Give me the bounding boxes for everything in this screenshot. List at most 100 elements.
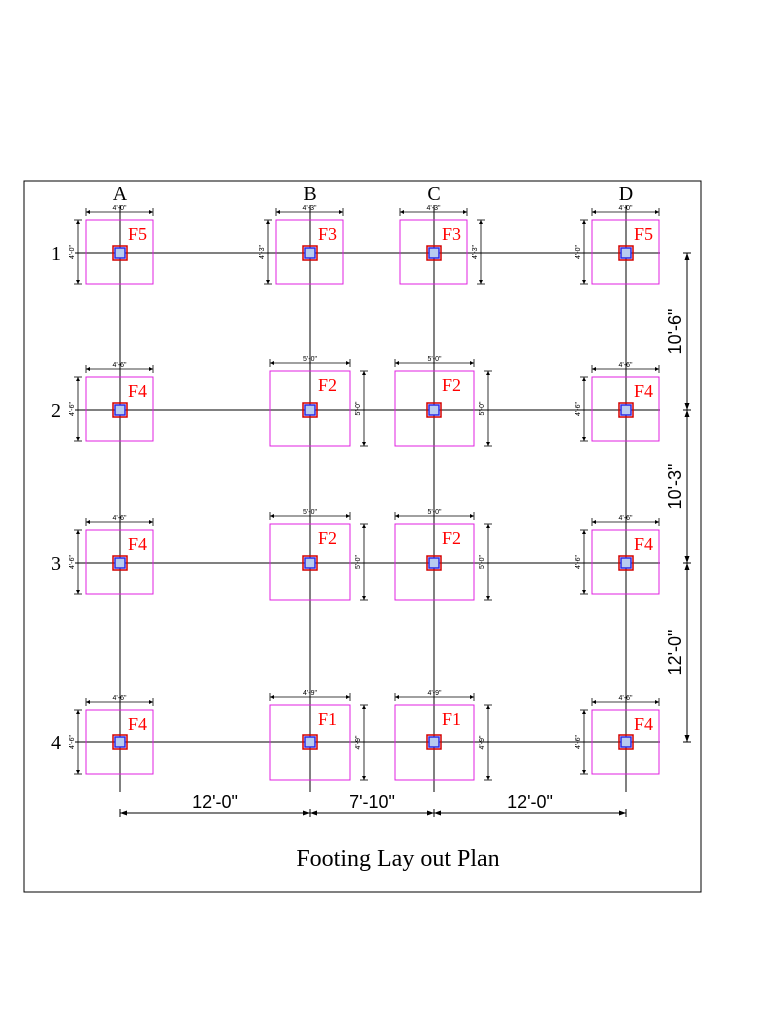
spacing-dim-arrow: [427, 810, 434, 816]
width-dim-arrow: [149, 700, 153, 704]
footing-outline: [591, 376, 660, 442]
column-inner: [428, 247, 440, 259]
width-dim-text: 5'-0": [303, 509, 317, 516]
column-inner: [620, 736, 632, 748]
footing-outline: [269, 704, 351, 781]
column-inner: [304, 404, 316, 416]
footing: F25'-0"5'-0": [394, 509, 492, 601]
spacing-dimensions: 12'-0"7'-10"12'-0"10'-6"10'-3"12'-0": [119, 252, 691, 817]
column-outer: [112, 402, 128, 418]
column-outer: [618, 245, 634, 261]
spacing-dim-arrow: [619, 810, 626, 816]
depth-dim-arrow: [582, 280, 586, 284]
grid-row-label: 4: [51, 732, 61, 754]
depth-dim-arrow: [266, 220, 270, 224]
width-dim-arrow: [346, 361, 350, 365]
column-outer: [618, 555, 634, 571]
footing: F44'-6"4'-6": [575, 695, 660, 775]
row-spacing-text: 12'-0": [665, 630, 685, 676]
column-outer: [618, 734, 634, 750]
depth-dim-arrow: [486, 524, 490, 528]
footing-label: F4: [128, 381, 147, 401]
spacing-dim-arrow: [434, 810, 441, 816]
drawing-title: Footing Lay out Plan: [296, 846, 499, 872]
column-outer: [302, 555, 318, 571]
column-outer: [302, 734, 318, 750]
width-dim-arrow: [655, 700, 659, 704]
column-inner: [428, 404, 440, 416]
footing-label: F5: [128, 224, 147, 244]
column-inner: [428, 736, 440, 748]
width-dim-text: 5'-0": [303, 356, 317, 363]
width-dim-arrow: [463, 210, 467, 214]
footing-label: F4: [634, 381, 653, 401]
depth-dim-text: 5'-0": [355, 401, 362, 415]
drawing-frame: [23, 180, 702, 893]
spacing-dim-arrow: [684, 253, 690, 260]
width-dim-text: 5'-0": [428, 509, 442, 516]
depth-dim-arrow: [582, 770, 586, 774]
footing-label: F1: [442, 709, 461, 729]
depth-dim-arrow: [362, 776, 366, 780]
width-dim-arrow: [592, 700, 596, 704]
footing: F25'-0"5'-0": [269, 509, 368, 601]
depth-dim-text: 4'-6": [575, 735, 582, 749]
depth-dim-text: 4'-0": [575, 245, 582, 259]
depth-dim-arrow: [486, 705, 490, 709]
grid-column-label: D: [619, 183, 633, 205]
width-dim-text: 4'-0": [113, 205, 127, 212]
width-dim-arrow: [149, 367, 153, 371]
width-dim-text: 4'-9": [303, 690, 317, 697]
footing-outline: [591, 219, 660, 285]
depth-dim-arrow: [76, 437, 80, 441]
depth-dim-arrow: [486, 776, 490, 780]
depth-dim-arrow: [582, 437, 586, 441]
column-outer: [426, 245, 442, 261]
footing-label: F3: [442, 224, 461, 244]
footing-outline: [85, 529, 154, 595]
footing: F44'-6"4'-6": [575, 515, 660, 595]
width-dim-arrow: [86, 520, 90, 524]
width-dim-text: 4'-6": [113, 695, 127, 702]
width-dim-arrow: [592, 367, 596, 371]
footing: F44'-6"4'-6": [575, 362, 660, 442]
depth-dim-arrow: [76, 220, 80, 224]
depth-dim-arrow: [486, 442, 490, 446]
column-outer: [426, 402, 442, 418]
width-dim-arrow: [270, 514, 274, 518]
row-spacing-text: 10'-3": [665, 464, 685, 510]
footing-label: F4: [128, 714, 147, 734]
column-outer: [618, 402, 634, 418]
width-dim-arrow: [400, 210, 404, 214]
spacing-dim-arrow: [684, 735, 690, 742]
width-dim-text: 4'-6": [113, 515, 127, 522]
depth-dim-arrow: [582, 530, 586, 534]
depth-dim-arrow: [362, 371, 366, 375]
depth-dim-text: 4'-3": [472, 245, 479, 259]
spacing-dim-arrow: [684, 556, 690, 563]
column-outer: [112, 734, 128, 750]
column-spacing-text: 12'-0": [507, 792, 553, 812]
footing-label: F2: [318, 528, 337, 548]
width-dim-arrow: [395, 361, 399, 365]
depth-dim-arrow: [486, 596, 490, 600]
depth-dim-arrow: [582, 590, 586, 594]
grid-column-label: C: [427, 183, 440, 205]
width-dim-text: 4'-6": [619, 362, 633, 369]
depth-dim-arrow: [76, 770, 80, 774]
spacing-dim-arrow: [684, 403, 690, 410]
depth-dim-arrow: [362, 596, 366, 600]
width-dim-text: 4'-6": [619, 695, 633, 702]
spacing-dim-arrow: [303, 810, 310, 816]
depth-dim-arrow: [582, 710, 586, 714]
column-inner: [114, 736, 126, 748]
footing-label: F2: [318, 375, 337, 395]
grid-column-label: B: [303, 183, 316, 205]
width-dim-text: 4'-3": [303, 205, 317, 212]
footing: F44'-6"4'-6": [69, 362, 154, 442]
footing: F2 5'-0" 5'-0": [269, 356, 368, 447]
depth-dim-text: 4'-6": [575, 555, 582, 569]
grid-row-label: 1: [51, 243, 61, 265]
depth-dim-arrow: [479, 280, 483, 284]
width-dim-text: 4'-9": [428, 690, 442, 697]
